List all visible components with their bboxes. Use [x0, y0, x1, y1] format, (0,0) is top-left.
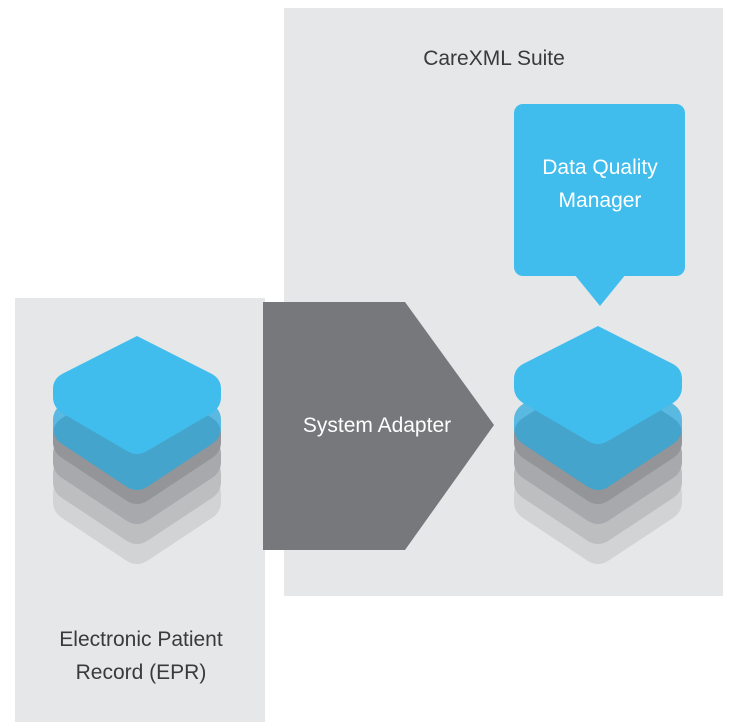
- carexml-data-stack-icon: [514, 326, 682, 564]
- epr-data-stack-icon: [53, 336, 221, 564]
- callout-pointer: [574, 274, 626, 306]
- carexml-stack-layer-blue-top: [514, 326, 682, 444]
- epr-label-line1: Electronic Patient: [59, 628, 223, 651]
- epr-stack-layer-blue-top: [53, 336, 221, 454]
- system-adapter-label: System Adapter: [303, 414, 451, 437]
- data-quality-manager-callout: Data Quality Manager: [514, 104, 685, 306]
- callout-box: [514, 104, 685, 276]
- callout-text-line2: Manager: [559, 189, 642, 212]
- epr-label-line2: Record (EPR): [76, 661, 207, 684]
- suite-title: CareXML Suite: [423, 47, 565, 70]
- callout-text-line1: Data Quality: [542, 156, 658, 179]
- system-adapter-arrow: [263, 302, 494, 550]
